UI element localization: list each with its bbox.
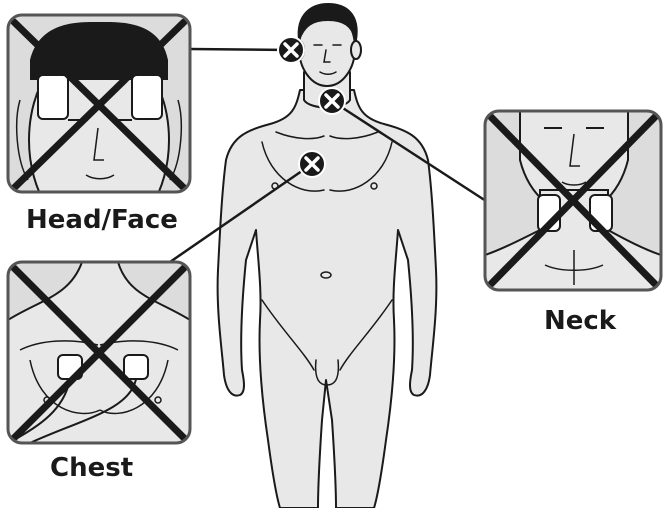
body-silhouette bbox=[218, 90, 437, 508]
head-face-label: Head/Face bbox=[26, 207, 178, 233]
head-x-circle-icon bbox=[278, 37, 304, 63]
right-ear bbox=[351, 41, 361, 59]
head-connector bbox=[190, 49, 291, 50]
chest-label: Chest bbox=[50, 455, 133, 481]
chest-panel bbox=[8, 262, 190, 443]
chest-x-circle-icon bbox=[299, 151, 325, 177]
neck-label: Neck bbox=[544, 308, 616, 334]
body-figure bbox=[218, 4, 437, 508]
neck-x-circle-icon bbox=[319, 88, 345, 114]
neck-panel bbox=[485, 111, 661, 290]
